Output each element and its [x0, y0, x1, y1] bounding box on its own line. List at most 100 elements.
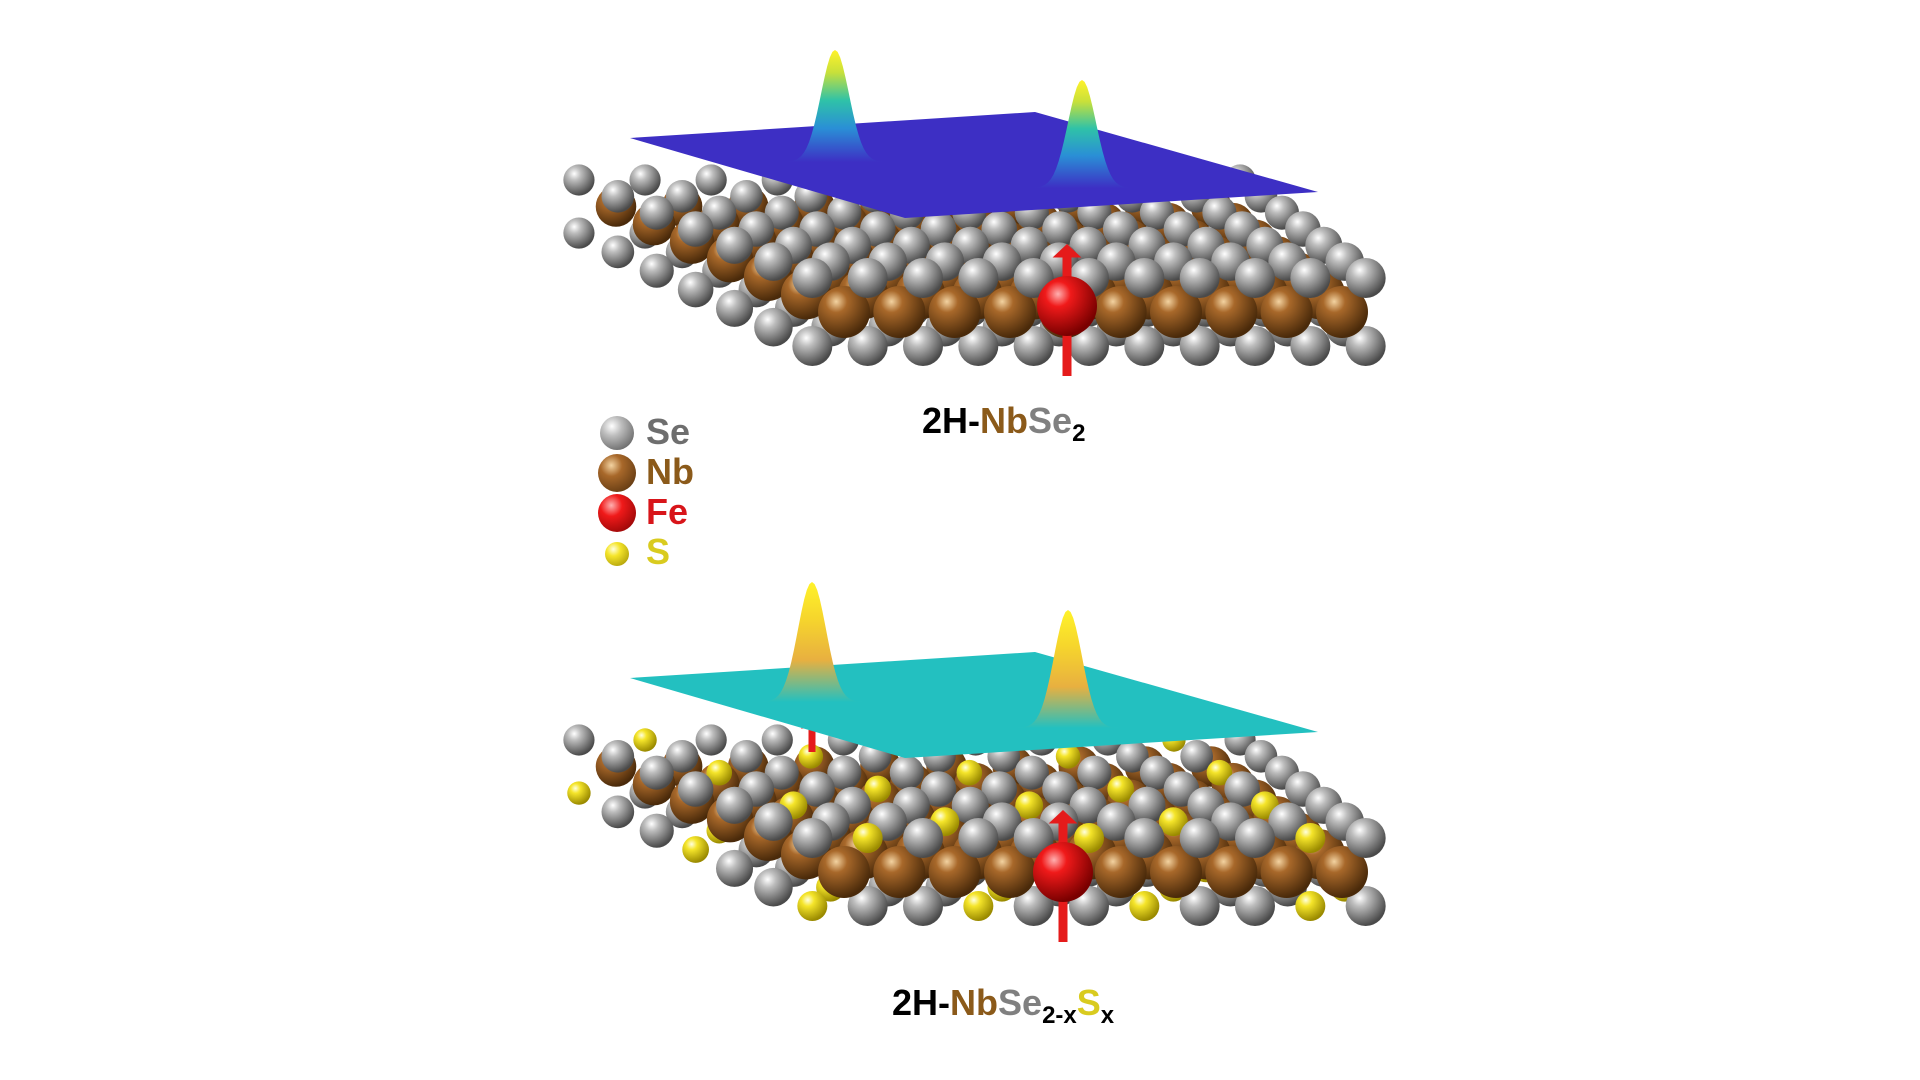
se-atom — [1224, 771, 1260, 807]
nb-atom — [873, 846, 926, 898]
nb-atom — [1260, 286, 1313, 338]
se-atom — [1102, 211, 1139, 247]
nb-atom — [928, 286, 981, 338]
legend-item-fe: Fe — [592, 492, 792, 532]
se-atom — [639, 195, 674, 230]
se-atom — [1014, 755, 1049, 790]
fe-atom-icon — [598, 494, 636, 532]
ldos-plane — [630, 112, 1318, 218]
legend: Se Nb Fe S — [592, 412, 792, 572]
se-atom — [1013, 326, 1054, 366]
se-atom — [1179, 326, 1220, 366]
se-atom — [920, 771, 957, 807]
ldos-peak — [1016, 610, 1120, 728]
se-atom — [1345, 326, 1386, 366]
fe-atom — [1033, 842, 1093, 902]
se-atom — [827, 195, 862, 230]
s-atom — [706, 759, 733, 786]
s-atom — [797, 891, 828, 921]
se-atom — [695, 164, 727, 196]
se-atom — [601, 180, 635, 213]
se-atom — [754, 867, 793, 907]
se-atom — [754, 802, 793, 841]
se-atom — [1180, 740, 1214, 773]
se-atom — [665, 740, 699, 773]
ldos-plane — [630, 652, 1318, 758]
se-atom — [601, 740, 635, 773]
se-atom — [1010, 226, 1048, 264]
s-atom — [1074, 823, 1104, 853]
legend-label-se: Se — [646, 411, 691, 452]
se-atom — [1179, 258, 1220, 298]
se-atom — [827, 755, 862, 790]
se-atom — [754, 242, 793, 281]
se-atom — [665, 180, 699, 213]
se-atom — [1069, 226, 1107, 264]
se-atom — [951, 786, 989, 824]
se-atom — [563, 164, 595, 196]
s-atom — [1015, 791, 1044, 820]
nb-atom — [1316, 286, 1368, 338]
nb-atom — [1150, 286, 1202, 338]
se-atom — [1290, 258, 1331, 298]
se-atom — [1235, 326, 1275, 366]
se-atom — [1013, 886, 1054, 926]
se-atom — [730, 180, 763, 213]
se-atom — [1345, 258, 1386, 298]
s-atom — [963, 891, 994, 921]
nb-atom — [984, 286, 1036, 338]
nb-atom — [1094, 846, 1147, 898]
nb-atom — [1094, 286, 1147, 338]
caption-bottom: 2H-NbSe2-xSx — [892, 982, 1114, 1030]
s-atom — [1107, 775, 1135, 803]
se-atom — [1128, 786, 1166, 824]
caption-bottom-prefix: 2H- — [892, 982, 951, 1023]
se-atom — [1042, 211, 1078, 247]
nb-atom — [873, 286, 926, 338]
fe-atom — [1037, 276, 1097, 336]
caption-bottom-s: S — [1076, 982, 1101, 1023]
se-atom — [903, 326, 943, 366]
se-atom — [903, 258, 943, 298]
se-atom — [716, 289, 754, 327]
se-atom — [1235, 258, 1275, 298]
s-atom — [798, 744, 824, 769]
se-atom — [1124, 258, 1165, 298]
se-atom — [920, 211, 957, 247]
se-atom — [889, 755, 924, 790]
top-ldos-plane — [630, 50, 1318, 218]
se-atom — [792, 258, 833, 298]
se-atom — [847, 886, 888, 926]
se-atom — [1235, 818, 1275, 858]
se-atom — [847, 258, 888, 298]
s-atom — [1206, 759, 1233, 786]
se-atom — [1345, 886, 1386, 926]
se-atom — [639, 813, 674, 848]
caption-top: 2H-NbSe2 — [922, 400, 1085, 448]
nb-atom — [1205, 846, 1258, 898]
legend-item-se: Se — [592, 412, 792, 452]
se-atom — [716, 849, 754, 887]
s-atom — [1295, 891, 1326, 921]
se-atom — [563, 724, 595, 756]
se-atom — [903, 818, 943, 858]
se-atom — [792, 818, 833, 858]
se-atom — [695, 724, 727, 756]
s-atom-icon — [605, 542, 629, 566]
ldos-peak — [760, 582, 864, 702]
caption-bottom-s-sub: x — [1100, 1002, 1115, 1029]
se-atom — [958, 818, 999, 858]
se-atom — [1345, 818, 1386, 858]
se-atom — [1179, 818, 1220, 858]
se-atom — [677, 771, 714, 807]
se-atom — [677, 271, 714, 308]
se-atom — [1013, 818, 1054, 858]
se-atom — [754, 307, 793, 347]
se-atom — [639, 755, 674, 790]
se-atom — [1124, 818, 1165, 858]
se-atom — [1116, 740, 1149, 773]
ldos-peak — [783, 50, 887, 162]
nb-atom — [1205, 286, 1258, 338]
se-atom — [981, 771, 1018, 807]
